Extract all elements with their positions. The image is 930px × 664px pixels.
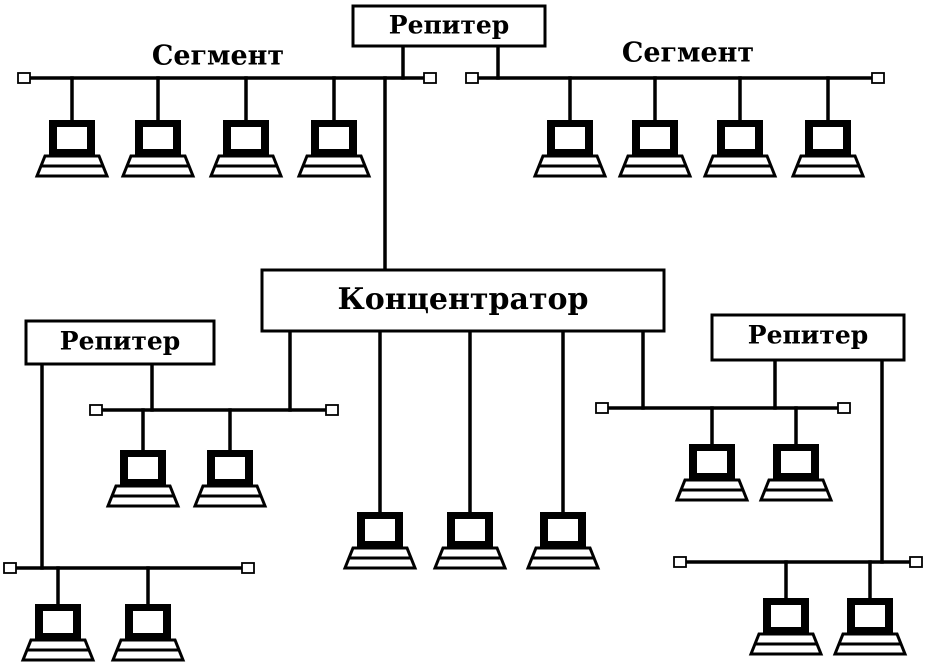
repeater-top: Репитер — [351, 4, 547, 48]
terminator-icon — [871, 72, 885, 84]
terminator-icon — [3, 562, 17, 574]
repeater-left: Репитер — [24, 319, 216, 366]
terminator-icon — [423, 72, 437, 84]
repeater-label: Репитер — [60, 327, 180, 356]
hub-box — [260, 268, 666, 333]
repeater-box — [710, 313, 906, 362]
computer-icon — [748, 598, 824, 656]
computer-icon — [758, 444, 834, 502]
computer-icon — [192, 450, 268, 508]
computer-icon — [20, 604, 96, 662]
computer-icon — [34, 120, 110, 178]
computer-icon — [110, 604, 186, 662]
terminator-icon — [837, 402, 851, 414]
terminator-icon — [17, 72, 31, 84]
terminators — [3, 72, 923, 574]
terminator-icon — [325, 404, 339, 416]
computer-icon — [832, 598, 908, 656]
computer-icon — [208, 120, 284, 178]
computer-icon — [790, 120, 866, 178]
computer-icon — [120, 120, 196, 178]
segment-label: Сегмент — [622, 38, 754, 69]
terminator-icon — [673, 556, 687, 568]
computer-icon — [296, 120, 372, 178]
computer-icon — [674, 444, 750, 502]
terminator-icon — [89, 404, 103, 416]
repeater-right: Репитер — [710, 313, 906, 362]
hub: Концентратор — [260, 268, 666, 333]
wires — [12, 44, 916, 614]
repeater-label: Репитер — [748, 321, 868, 350]
computer-icon — [105, 450, 181, 508]
repeater-label: Репитер — [389, 11, 509, 40]
segment-label: Сегмент — [152, 41, 284, 72]
computer-icon — [432, 512, 508, 570]
terminator-icon — [465, 72, 479, 84]
repeater-box — [24, 319, 216, 366]
terminator-icon — [595, 402, 609, 414]
computer-icon — [532, 120, 608, 178]
hub-label: Концентратор — [337, 282, 588, 317]
computer-icon — [342, 512, 418, 570]
computers — [20, 120, 908, 662]
computer-icon — [525, 512, 601, 570]
computer-icon — [702, 120, 778, 178]
computer-icon — [617, 120, 693, 178]
repeater-box — [351, 4, 547, 48]
terminator-icon — [909, 556, 923, 568]
terminator-icon — [241, 562, 255, 574]
